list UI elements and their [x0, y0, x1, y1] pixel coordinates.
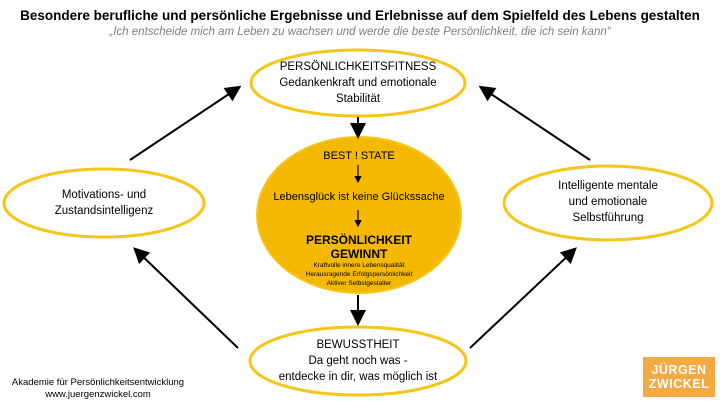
node-right-ellipse: [502, 164, 714, 242]
node-right-line1: Intelligente mentale: [558, 180, 658, 192]
page-title: Besondere berufliche und persönliche Erg…: [20, 8, 700, 23]
node-left-ellipse: [2, 167, 206, 239]
node-right-text: Intelligente mentale und emotionale Selb…: [518, 178, 698, 226]
footer: Akademie für Persönlichkeitsentwicklung …: [6, 377, 190, 401]
node-left-line2: Zustandsintelligenz: [54, 205, 154, 217]
node-top-ellipse: [249, 48, 467, 118]
center-big-line2: GEWINNT: [330, 247, 388, 261]
center-small-line2: Herausragende Erfolgspersönlichkeit: [305, 271, 413, 278]
node-bottom-line3: entdecke in dir, was möglich ist: [278, 371, 438, 383]
center-middle-label: Lebensglück ist keine Glückssache: [273, 191, 445, 203]
node-left-text: Motivations- und Zustandsintelligenz: [14, 187, 194, 219]
page-subtitle: „Ich entscheide mich am Leben zu wachsen…: [109, 26, 611, 38]
center-state-label: BEST ! STATE: [323, 150, 395, 162]
brand-logo: JÜRGEN ZWICKEL: [643, 357, 715, 397]
node-bottom-line2: Da geht noch was -: [308, 355, 408, 367]
logo-line1: JÜRGEN: [651, 363, 707, 377]
arrow-bottom-to-left: [133, 247, 239, 349]
logo-line2: ZWICKEL: [648, 377, 710, 391]
node-left-line1: Motivations- und: [61, 189, 147, 201]
arrow-left-to-top: [129, 85, 242, 161]
node-top-text: PERSÖNLICHKEITSFITNESS Gedankenkraft und…: [258, 59, 458, 107]
node-top-line3: Stabilität: [335, 93, 381, 105]
arrow-right-to-top: [478, 85, 591, 161]
center-small-line3: Aktiver Selbstgestalter: [326, 280, 392, 287]
node-right-line2: und emotionale: [568, 196, 648, 208]
node-bottom-line1: BEWUSSTHEIT: [316, 339, 400, 351]
footer-website: www.juergenzwickel.com: [45, 389, 151, 400]
node-right-line3: Selbstführung: [572, 212, 644, 224]
arrow-bottom-to-right: [469, 247, 577, 349]
node-bottom-text: BEWUSSTHEIT Da geht noch was - entdecke …: [258, 337, 458, 385]
center-small-line1: Kraftvolle innere Lebensqualität: [313, 262, 405, 269]
node-top-line1: PERSÖNLICHKEITSFITNESS: [279, 61, 437, 73]
center-block: PERSÖNLICHKEIT GEWINNT Kraftvolle innere…: [269, 233, 449, 288]
node-bottom-ellipse: [248, 325, 468, 397]
center-big-line1: PERSÖNLICHKEIT: [305, 233, 412, 247]
footer-academy: Akademie für Persönlichkeitsentwicklung: [11, 377, 185, 388]
node-top-line2: Gedankenkraft und emotionale: [279, 77, 437, 89]
